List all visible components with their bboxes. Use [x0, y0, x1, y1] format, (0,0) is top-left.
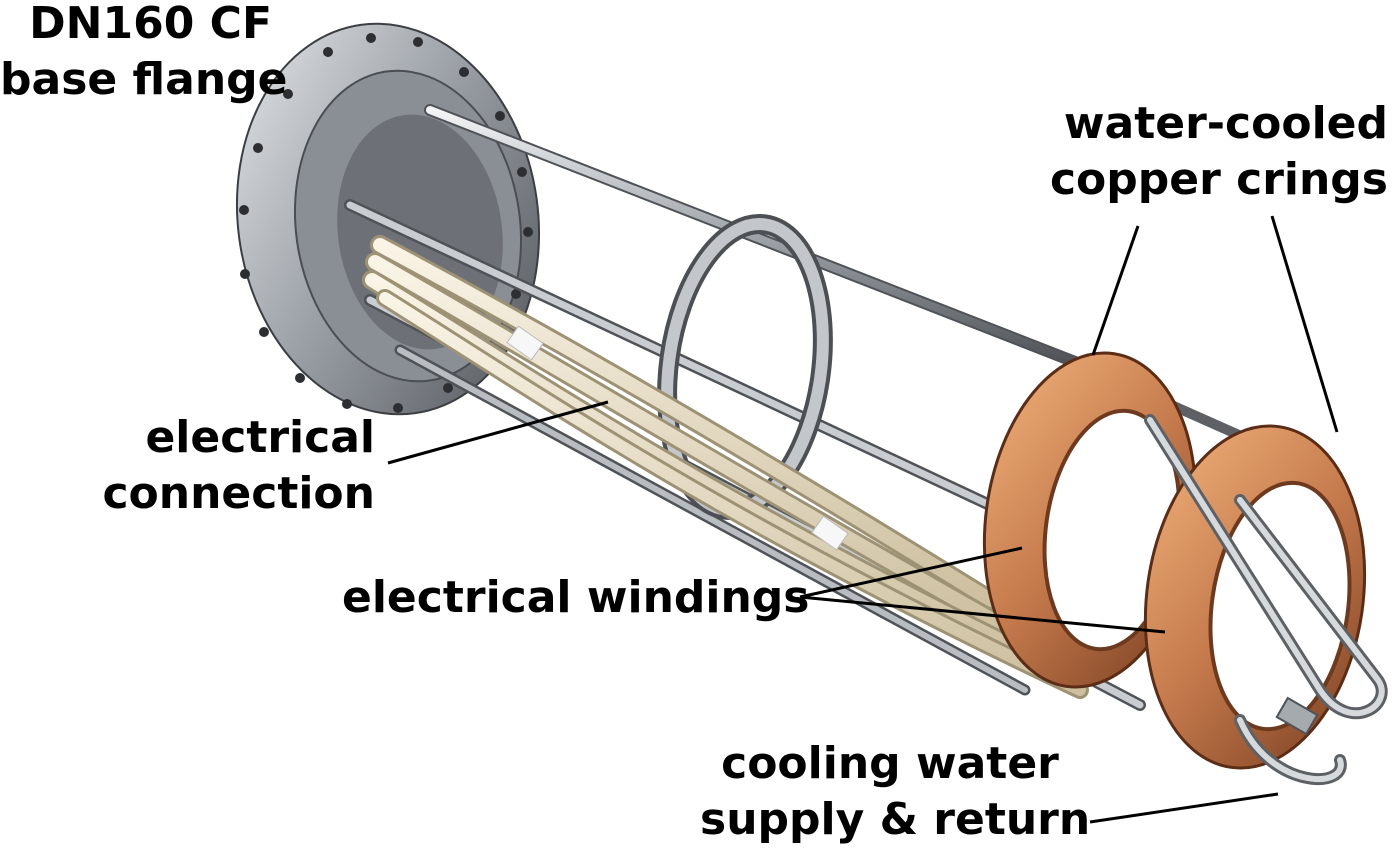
label-cooling-water-line1: cooling water: [721, 738, 1059, 789]
leader-electrical-connection: [387, 400, 609, 465]
label-electrical-connection-line1: electrical: [145, 412, 375, 463]
label-cooling-water: cooling water supply & return: [700, 736, 1091, 848]
leader-winding-2: [799, 595, 1166, 634]
leader-cooling-water: [1089, 792, 1279, 824]
label-copper-rings-line1: water-cooled: [1063, 98, 1388, 149]
leader-copper-ring-1: [1091, 225, 1140, 356]
cooling-water-tubes: [1144, 414, 1388, 785]
leader-winding-1: [799, 546, 1023, 599]
label-electrical-connection: electrical connection: [30, 410, 375, 522]
label-copper-rings: water-cooled copper crings: [1000, 96, 1388, 208]
label-base-flange-line1: DN160 CF: [29, 0, 272, 49]
label-cooling-water-line2: supply & return: [700, 794, 1091, 845]
label-electrical-connection-line2: connection: [102, 468, 375, 519]
electrical-connection-bundle: [362, 235, 1089, 699]
leader-copper-ring-2: [1270, 215, 1339, 433]
label-base-flange: DN160 CF base flange: [0, 0, 288, 108]
flange-bolt-holes: [239, 33, 533, 413]
label-copper-rings-line2: copper crings: [1049, 154, 1388, 205]
label-electrical-windings-line1: electrical windings: [342, 572, 810, 623]
label-base-flange-line2: base flange: [0, 54, 288, 105]
leader-lines: [387, 215, 1339, 824]
label-electrical-windings: electrical windings: [342, 570, 809, 626]
